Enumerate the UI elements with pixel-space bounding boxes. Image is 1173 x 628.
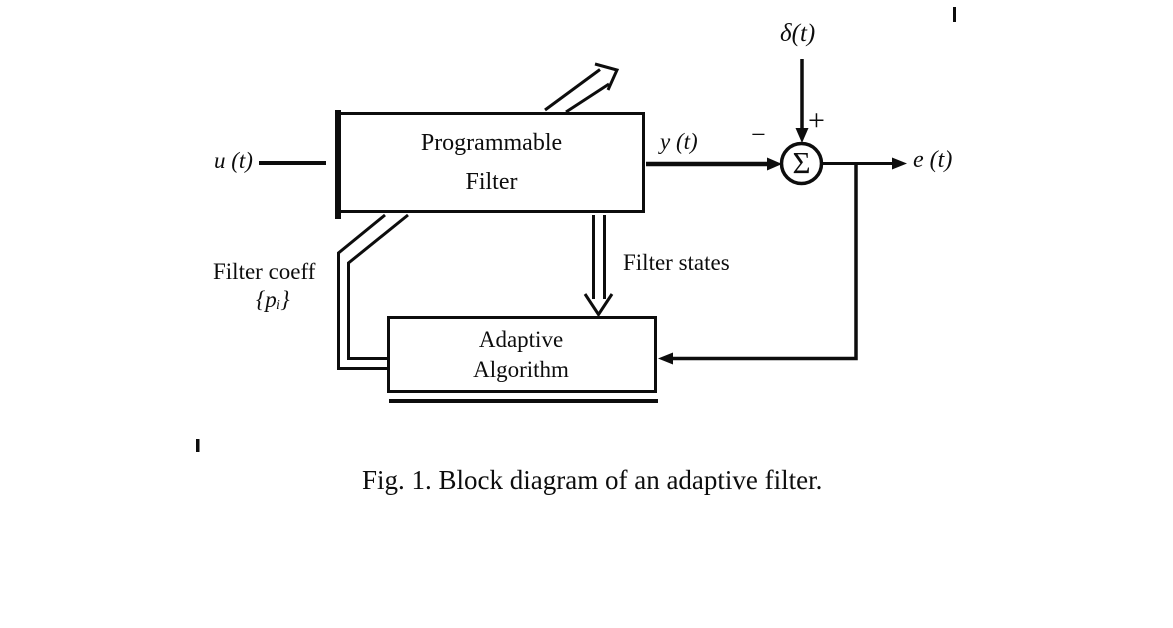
desired-signal-arrowhead: [795, 128, 809, 143]
plus-sign: +: [808, 104, 825, 137]
figure-caption: Fig. 1. Block diagram of an adaptive fil…: [362, 465, 823, 495]
feedback-arrowhead: [658, 352, 673, 365]
stray-mark-left: [196, 439, 200, 452]
coeff-path-inner: [347, 213, 409, 360]
adaptive-algorithm-box: [387, 316, 657, 393]
filter-output-arrowhead: [767, 157, 782, 171]
adjust-arrow-shaft-upper: [544, 68, 601, 112]
input-signal-label: u (t): [214, 148, 253, 173]
filter-coeff-label: Filter coeff: [213, 259, 316, 284]
error-arrowhead: [892, 157, 907, 170]
adaptive-algorithm-block: Adaptive Algorithm: [387, 316, 655, 393]
filter-states-open-arrowhead: [583, 293, 614, 318]
programmable-filter-block: Programmable Filter: [338, 112, 645, 213]
filter-output-signal-label: y (t): [660, 129, 698, 154]
error-signal-label: e (t): [913, 147, 953, 173]
adjust-arrow-open-head: [594, 62, 620, 91]
stray-mark-top-right: [953, 7, 956, 22]
adaptive-algorithm-label-line1: Adaptive: [478, 326, 564, 352]
filter-states-label: Filter states: [623, 250, 730, 275]
programmable-filter-box: [338, 112, 645, 213]
adjust-arrow-shaft-lower: [565, 82, 610, 114]
adaptive-algorithm-label-line2: Algorithm: [473, 356, 569, 382]
coeff-path-outer: [337, 213, 388, 370]
sigma-symbol: Σ: [792, 145, 811, 181]
desired-signal-label: δ(t): [780, 20, 816, 47]
coeff-set-label: {pᵢ}: [256, 287, 290, 312]
programmable-filter-label-line1: Programmable: [420, 129, 563, 156]
feedback-line: [668, 163, 858, 361]
programmable-filter-label-line2: Filter: [465, 168, 518, 195]
summing-junction-circle: [779, 141, 824, 186]
minus-sign: −: [751, 120, 766, 149]
